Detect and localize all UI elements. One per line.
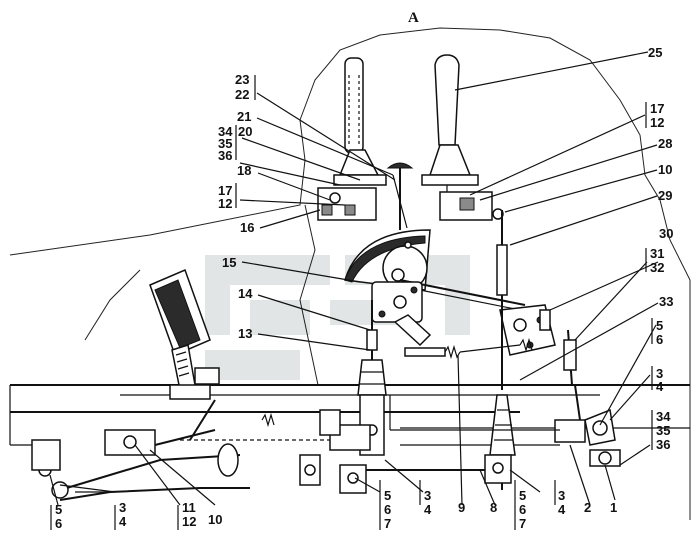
label-6b: 6	[55, 516, 62, 531]
label-10b: 10	[208, 512, 222, 527]
label-7b: 7	[519, 516, 526, 531]
label-5b: 5	[55, 502, 62, 517]
label-5d: 5	[519, 488, 526, 503]
label-4: 4	[656, 379, 664, 394]
label-28: 28	[658, 136, 672, 151]
label-15: 15	[222, 255, 236, 270]
label-13: 13	[238, 326, 252, 341]
short-rod	[563, 329, 577, 386]
label-18: 18	[237, 163, 251, 178]
label-3d: 3	[558, 488, 565, 503]
vertical-rod	[489, 210, 516, 490]
gear-lever-left	[333, 57, 387, 186]
label-4c: 4	[424, 502, 432, 517]
label-22: 22	[235, 87, 249, 102]
label-20: 20	[238, 124, 252, 139]
control-knob	[386, 162, 414, 230]
label-12: 12	[218, 196, 232, 211]
label-23: 23	[235, 72, 249, 87]
label-2: 2	[584, 500, 591, 515]
floor-curve	[84, 269, 141, 341]
label-5: 5	[656, 318, 663, 333]
label-3b: 3	[119, 500, 126, 515]
label-16: 16	[240, 220, 254, 235]
label-4b: 4	[119, 514, 127, 529]
watermark-logo	[205, 255, 470, 380]
label-17b: 17	[650, 101, 664, 116]
label-6d: 6	[519, 502, 526, 517]
label-21: 21	[237, 109, 251, 124]
lower-shaft	[31, 395, 560, 501]
label-5c: 5	[384, 488, 391, 503]
label-7a: 7	[384, 516, 391, 531]
label-11: 11	[182, 500, 196, 515]
label-33: 33	[659, 294, 673, 309]
bracket-assembly	[317, 187, 377, 221]
pedal	[149, 268, 220, 400]
label-14: 14	[238, 286, 253, 301]
gear-lever-right	[421, 54, 479, 205]
view-title: A	[408, 10, 419, 26]
label-3: 3	[656, 366, 663, 381]
label-36b: 36	[656, 437, 670, 452]
return-spring	[404, 337, 533, 360]
label-34: 34	[218, 124, 233, 139]
label-25: 25	[648, 45, 662, 60]
part-labels: 23 22 21 34 20 35 36 18 17 12 16 15 14 1…	[55, 45, 673, 531]
right-bracket	[439, 191, 504, 221]
rear-linkage	[554, 384, 621, 467]
label-36: 36	[218, 148, 232, 163]
label-17: 17	[218, 183, 232, 198]
label-8: 8	[490, 500, 497, 515]
bell-crank	[371, 281, 432, 347]
label-35b: 35	[656, 423, 670, 438]
label-12b: 12	[650, 115, 664, 130]
label-31: 31	[650, 246, 664, 261]
label-12c: 12	[182, 514, 196, 529]
label-34b: 34	[656, 409, 671, 424]
leader-lines	[49, 51, 659, 506]
label-brackets	[50, 75, 653, 530]
sector-plate	[344, 229, 431, 291]
label-6c: 6	[384, 502, 391, 517]
label-4d: 4	[558, 502, 566, 517]
cab-inner-line	[299, 204, 319, 386]
label-10: 10	[658, 162, 672, 177]
label-9: 9	[458, 500, 465, 515]
label-32: 32	[650, 260, 664, 275]
label-6: 6	[656, 332, 663, 347]
label-29: 29	[658, 188, 672, 203]
label-1: 1	[610, 500, 617, 515]
lever-plate-right	[499, 304, 556, 356]
label-30: 30	[659, 226, 673, 241]
label-3c: 3	[424, 488, 431, 503]
label-35: 35	[218, 136, 232, 151]
